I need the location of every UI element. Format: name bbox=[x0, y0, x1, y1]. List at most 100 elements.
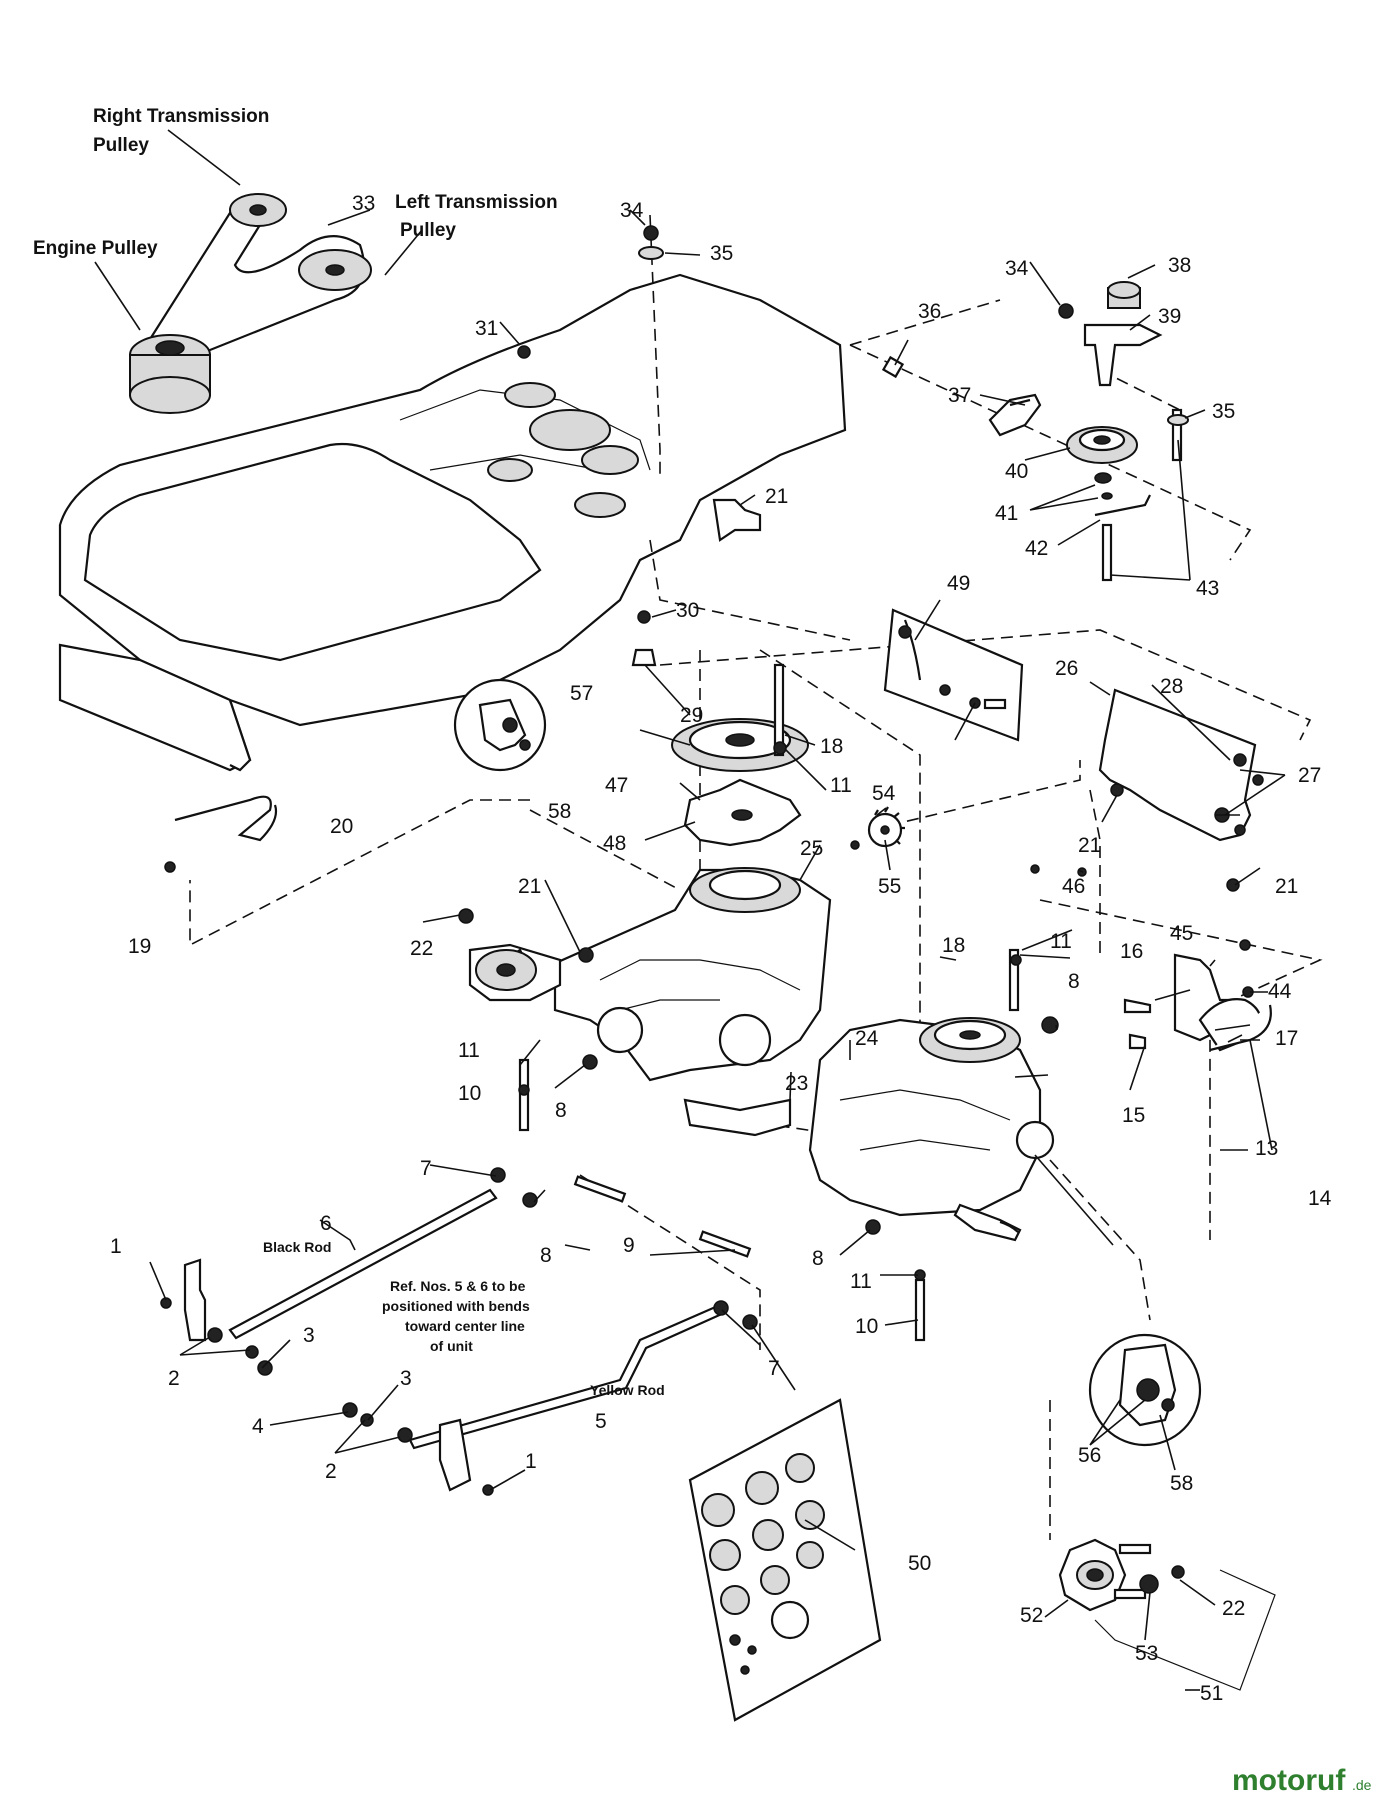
part-label-15: 15 bbox=[1122, 1104, 1145, 1127]
part-label-14: 14 bbox=[1308, 1187, 1332, 1210]
right-transmission-pulley-caption: Pulley bbox=[93, 135, 149, 156]
reference-lines bbox=[189, 214, 1323, 1540]
frame-cutout bbox=[487, 458, 533, 482]
part-label-21: 21 bbox=[1078, 834, 1101, 857]
part-label-34: 34 bbox=[620, 199, 644, 222]
part-label-3: 3 bbox=[303, 1324, 315, 1347]
frame-cutout bbox=[504, 382, 556, 408]
part-label-43: 43 bbox=[1196, 577, 1219, 600]
part-label-46: 46 bbox=[1062, 875, 1085, 898]
leader-lines bbox=[94, 129, 1286, 1691]
part-label-48: 48 bbox=[603, 832, 626, 855]
part-label-27: 27 bbox=[1298, 764, 1321, 787]
part-label-3: 3 bbox=[400, 1367, 412, 1390]
pulley-hub bbox=[249, 204, 267, 216]
part-label-8: 8 bbox=[555, 1099, 567, 1122]
rod-note: Ref. Nos. 5 & 6 to be bbox=[390, 1278, 526, 1294]
bolt-10-right bbox=[914, 1278, 926, 1342]
part-label-53: 53 bbox=[1135, 1642, 1158, 1665]
part-label-35: 35 bbox=[710, 242, 733, 265]
part-label-18: 18 bbox=[942, 934, 965, 957]
left-transmission-pulley-caption: Pulley bbox=[400, 220, 456, 241]
fasteners-top bbox=[517, 225, 664, 667]
transmission-24 bbox=[808, 1018, 1042, 1217]
part-label-1: 1 bbox=[110, 1235, 122, 1258]
watermark: motoruf .de bbox=[1232, 1764, 1372, 1797]
part-label-30: 30 bbox=[676, 599, 699, 622]
part-label-50: 50 bbox=[908, 1552, 931, 1575]
part-label-52: 52 bbox=[1020, 1604, 1043, 1627]
part-label-10: 10 bbox=[458, 1082, 481, 1105]
part-label-2: 2 bbox=[325, 1460, 337, 1483]
watermark-tld: .de bbox=[1352, 1777, 1372, 1793]
part-number-labels: 33 34 35 34 38 39 36 31 35 37 40 21 41 4… bbox=[110, 192, 1332, 1705]
part-label-51: 51 bbox=[1200, 1682, 1223, 1705]
part-label-11: 11 bbox=[850, 1270, 872, 1293]
part-label-6: 6 bbox=[320, 1212, 332, 1235]
frame-cutout bbox=[581, 445, 639, 475]
black-rod-caption: Black Rod bbox=[263, 1239, 331, 1255]
part-label-26: 26 bbox=[1055, 657, 1078, 680]
callout-circle-left bbox=[453, 678, 547, 772]
part-label-11: 11 bbox=[1050, 930, 1072, 953]
seal-kit-50 bbox=[688, 1398, 882, 1722]
part-label-23: 23 bbox=[785, 1072, 808, 1095]
part-label-24: 24 bbox=[855, 1027, 879, 1050]
belt-drive-inset bbox=[129, 193, 372, 414]
part-label-55: 55 bbox=[878, 875, 901, 898]
yellow-rod-caption: Yellow Rod bbox=[590, 1382, 665, 1398]
part-label-34: 34 bbox=[1005, 257, 1029, 280]
engine-pulley-base bbox=[129, 376, 211, 414]
part-label-25: 25 bbox=[800, 837, 823, 860]
part-label-7: 7 bbox=[420, 1157, 432, 1180]
callout-circle-right bbox=[1088, 1333, 1202, 1447]
part-label-9: 9 bbox=[623, 1234, 635, 1257]
hub-assembly-51 bbox=[1058, 1538, 1276, 1691]
bracket-26 bbox=[1098, 688, 1257, 842]
part-label-2: 2 bbox=[168, 1367, 180, 1390]
part-label-11: 11 bbox=[830, 774, 852, 797]
part-label-17: 17 bbox=[1275, 1027, 1298, 1050]
part-label-28: 28 bbox=[1160, 675, 1183, 698]
part-label-21: 21 bbox=[518, 875, 541, 898]
part-label-45: 45 bbox=[1170, 922, 1193, 945]
part-label-56: 56 bbox=[1078, 1444, 1101, 1467]
bracket-plates bbox=[1030, 688, 1264, 1050]
part-label-57: 57 bbox=[570, 682, 593, 705]
right-transmission-pulley-caption: Right Transmission bbox=[93, 106, 269, 127]
spring-20 bbox=[174, 795, 278, 842]
part-label-54: 54 bbox=[872, 782, 896, 805]
pulley-hub bbox=[155, 340, 185, 356]
left-transmission-pulley-caption: Left Transmission bbox=[395, 192, 558, 213]
arm-1-left bbox=[183, 1258, 207, 1342]
chassis-frame bbox=[58, 273, 847, 772]
part-label-58: 58 bbox=[548, 800, 571, 823]
part-label-4: 4 bbox=[252, 1415, 264, 1438]
part-label-39: 39 bbox=[1158, 305, 1181, 328]
part-label-40: 40 bbox=[1005, 460, 1028, 483]
plate-49 bbox=[883, 608, 1024, 742]
black-rod bbox=[228, 1188, 498, 1340]
part-label-31: 31 bbox=[475, 317, 498, 340]
part-label-41: 41 bbox=[995, 502, 1018, 525]
right-transmission bbox=[808, 948, 1272, 1342]
part-label-11: 11 bbox=[458, 1039, 480, 1062]
part-label-47: 47 bbox=[605, 774, 628, 797]
part-label-10: 10 bbox=[855, 1315, 878, 1338]
part-label-8: 8 bbox=[1068, 970, 1080, 993]
arm-1-right bbox=[438, 1418, 472, 1492]
part-label-22: 22 bbox=[1222, 1597, 1245, 1620]
part-label-33: 33 bbox=[352, 192, 375, 215]
part-label-49: 49 bbox=[947, 572, 970, 595]
plate-23 bbox=[683, 1098, 792, 1137]
part-label-37: 37 bbox=[948, 384, 971, 407]
part-label-13: 13 bbox=[1255, 1137, 1278, 1160]
bolt-18 bbox=[773, 663, 785, 757]
part-label-18: 18 bbox=[820, 735, 843, 758]
rod-note: positioned with bends bbox=[382, 1298, 530, 1314]
left-transmission bbox=[458, 663, 905, 1137]
part-label-38: 38 bbox=[1168, 254, 1191, 277]
watermark-brand: motoruf bbox=[1232, 1764, 1346, 1797]
part-label-21: 21 bbox=[765, 485, 788, 508]
part-label-29: 29 bbox=[680, 704, 703, 727]
